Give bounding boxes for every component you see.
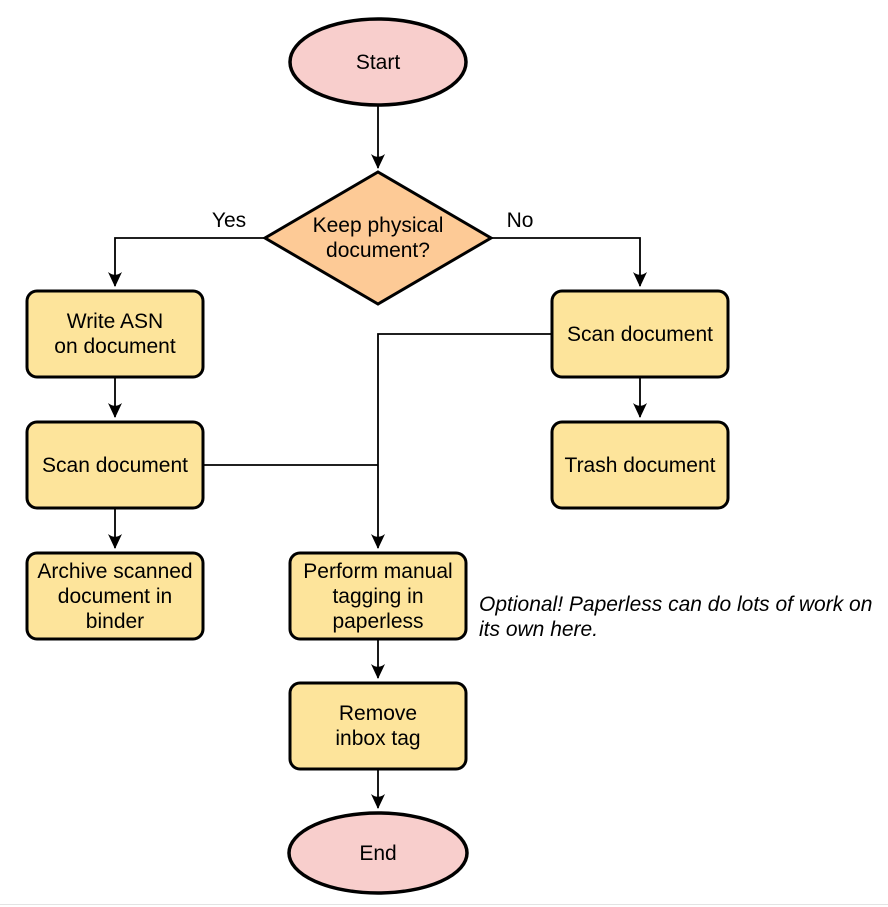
page-bottom-divider (0, 904, 888, 905)
tagging-box (288, 551, 468, 641)
edge-scan-right-to-tagging (371, 333, 552, 549)
connectors (108, 105, 647, 809)
scan-right-box (550, 289, 730, 379)
remove-inbox-box (288, 681, 468, 771)
edge-label-no: No (506, 209, 534, 232)
decision-diamond (262, 170, 494, 306)
edge-label-yes: Yes (211, 209, 247, 232)
edge-decision-yes-to-write-asn (108, 237, 265, 287)
scan-left-box (25, 420, 205, 510)
start-ellipse (288, 17, 468, 107)
archive-box (25, 551, 205, 641)
edge-decision-no-to-scan-right (491, 237, 647, 287)
optional-note: Optional! Paperless can do lots of work … (479, 593, 873, 641)
write-asn-box (25, 289, 205, 379)
trash-box (550, 420, 730, 510)
end-ellipse (287, 811, 469, 895)
